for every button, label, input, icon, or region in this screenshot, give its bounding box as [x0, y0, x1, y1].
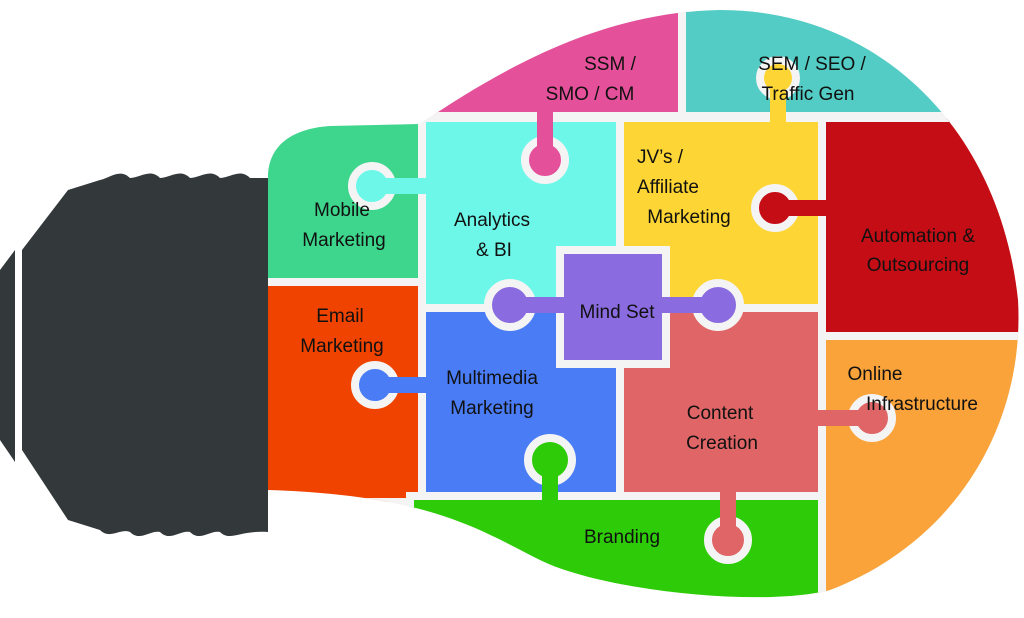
label-content-2: Creation — [686, 433, 758, 454]
piece-content[interactable] — [616, 304, 826, 500]
label-multimedia-2: Marketing — [450, 398, 533, 419]
label-email-2: Marketing — [300, 336, 383, 357]
piece-branding[interactable] — [406, 492, 826, 618]
label-online-1: Online — [848, 364, 903, 385]
label-online-2: Infrastructure — [866, 394, 978, 415]
label-automation-1: Automation & — [861, 226, 975, 247]
label-multimedia-1: Multimedia — [446, 368, 538, 389]
label-content-1: Content — [687, 403, 754, 424]
label-analytics-1: Analytics — [454, 210, 530, 231]
piece-mobile[interactable] — [260, 106, 426, 286]
label-jv-3: Marketing — [647, 207, 730, 228]
label-automation-2: Outsourcing — [867, 255, 969, 276]
puzzle-knobs — [348, 56, 896, 564]
label-analytics-2: & BI — [476, 240, 512, 261]
label-jv-2: Affiliate — [637, 177, 699, 198]
bulb-socket — [0, 173, 268, 537]
piece-email[interactable] — [260, 278, 426, 506]
socket-tip — [0, 250, 15, 462]
label-ssm-1: SSM / — [584, 54, 636, 75]
label-mobile-1: Mobile — [314, 200, 370, 221]
puzzle-pieces — [260, 10, 1019, 618]
label-mobile-2: Marketing — [302, 230, 385, 251]
label-ssm-2: SMO / CM — [546, 84, 635, 105]
socket-base — [22, 173, 268, 537]
label-sem-2: Traffic Gen — [762, 84, 855, 105]
label-jv-1: JV’s / — [637, 147, 684, 168]
label-email-1: Email — [316, 306, 364, 327]
label-mindset: Mind Set — [580, 302, 656, 323]
label-sem-1: SEM / SEO / — [758, 54, 866, 75]
labels: Mobile Marketing Email Marketing SSM / S… — [300, 54, 978, 548]
piece-mindset[interactable] — [484, 246, 744, 368]
label-branding: Branding — [584, 527, 660, 548]
